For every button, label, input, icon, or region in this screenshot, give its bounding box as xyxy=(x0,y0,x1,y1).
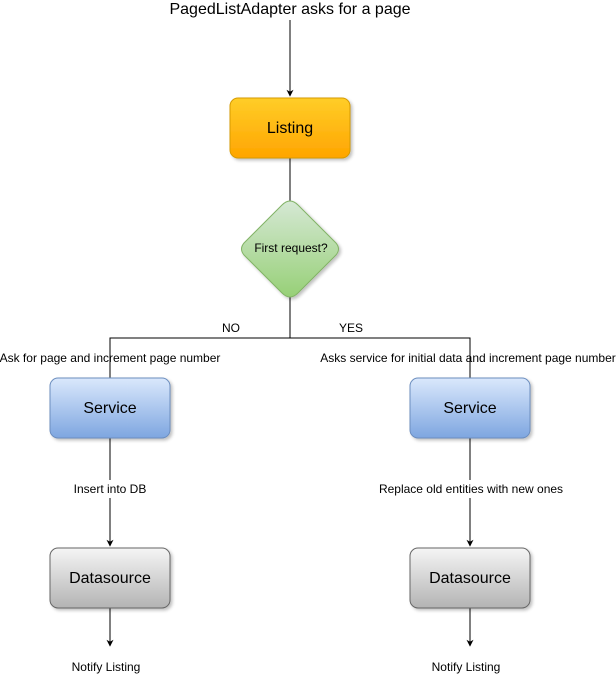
service-label-right: Service xyxy=(443,400,496,417)
decision-diamond xyxy=(241,200,339,298)
edge-label-yes: YES xyxy=(339,321,363,335)
service-box-left xyxy=(49,377,171,439)
datasource-label-right: Datasource xyxy=(429,570,511,587)
datasource-box-left xyxy=(49,547,171,609)
service-node-right: Service xyxy=(409,377,531,439)
listing-box xyxy=(229,97,351,159)
datasource-node-right: Datasource xyxy=(409,547,531,609)
notify-label-right: Notify Listing xyxy=(432,660,501,674)
notify-label-left: Notify Listing xyxy=(72,660,141,674)
service-box-right xyxy=(409,377,531,439)
decision-node: First request? xyxy=(241,200,339,298)
edge-label-left-branch: Ask for page and increment page number xyxy=(0,351,220,365)
edge-decision-no xyxy=(109,297,291,378)
service-label-left: Service xyxy=(83,400,136,417)
edge-label-replace: Replace old entities with new ones xyxy=(379,482,563,496)
datasource-label-left: Datasource xyxy=(69,570,151,587)
diagram-title: PagedListAdapter asks for a page xyxy=(169,1,410,18)
edge-label-insert: Insert into DB xyxy=(74,482,147,496)
service-node-left: Service xyxy=(49,377,171,439)
datasource-node-left: Datasource xyxy=(49,547,171,609)
datasource-box-right xyxy=(409,547,531,609)
listing-label: Listing xyxy=(267,120,313,137)
decision-label: First request? xyxy=(254,241,328,255)
insert-label-bg xyxy=(68,480,152,498)
listing-node: Listing xyxy=(229,97,351,159)
edge-label-right-branch: Asks service for initial data and increm… xyxy=(320,351,615,365)
edge-decision-yes xyxy=(290,337,471,378)
edge-label-no: NO xyxy=(222,321,240,335)
replace-label-bg xyxy=(374,480,568,498)
